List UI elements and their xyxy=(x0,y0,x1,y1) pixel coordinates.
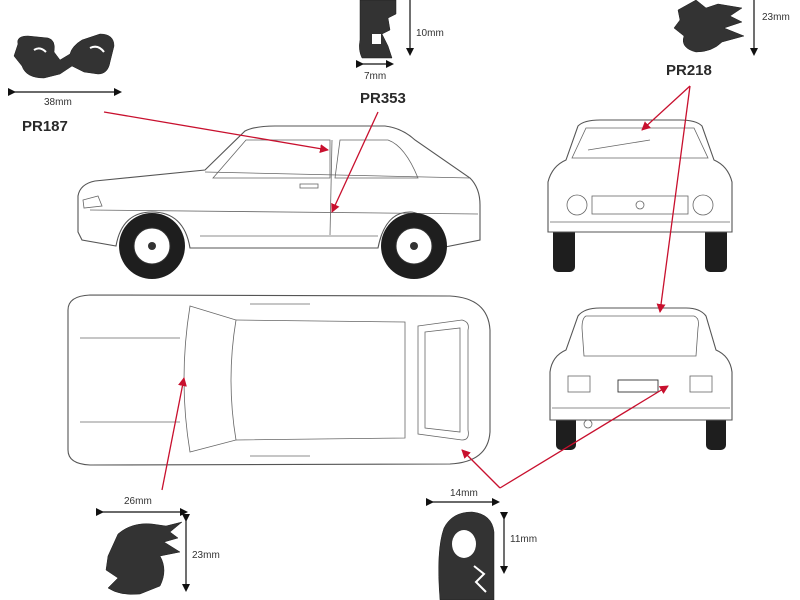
br-width-label: 14mm xyxy=(450,488,478,499)
pr353-width-label: 7mm xyxy=(364,71,387,82)
pointer-pr187 xyxy=(103,111,329,154)
car-rear-view xyxy=(549,307,733,450)
car-side-view xyxy=(77,125,481,249)
pr353-height-label: 10mm xyxy=(416,28,444,39)
pointer-pr218-front xyxy=(641,85,691,131)
pointer-pr353 xyxy=(331,111,379,213)
side-front-wheel xyxy=(119,213,185,279)
bl-height-label: 23mm xyxy=(192,550,220,561)
car-front-view xyxy=(547,119,733,272)
profile-pr218-shape xyxy=(673,0,745,53)
car-top-view xyxy=(67,294,491,466)
profile-26mm-shape xyxy=(105,521,183,595)
pointer-14mm-rear xyxy=(499,385,669,489)
profile-pr353-shape xyxy=(359,0,397,59)
pr187-width-label: 38mm xyxy=(44,97,72,108)
pr187-code-label: PR187 xyxy=(22,118,68,135)
pr353-code-label: PR353 xyxy=(360,90,406,107)
profile-14mm-shape xyxy=(438,511,495,600)
br-height-label: 11mm xyxy=(510,534,538,545)
profile-pr187-shape xyxy=(13,33,115,79)
pointer-14mm xyxy=(461,449,501,489)
pointer-pr218-rear xyxy=(656,85,691,313)
pr218-code-label: PR218 xyxy=(666,62,712,79)
side-rear-wheel xyxy=(381,213,447,279)
pr218-height-label: 23mm xyxy=(762,12,790,23)
pointer-26mm xyxy=(161,377,187,491)
bl-width-label: 26mm xyxy=(124,496,152,507)
